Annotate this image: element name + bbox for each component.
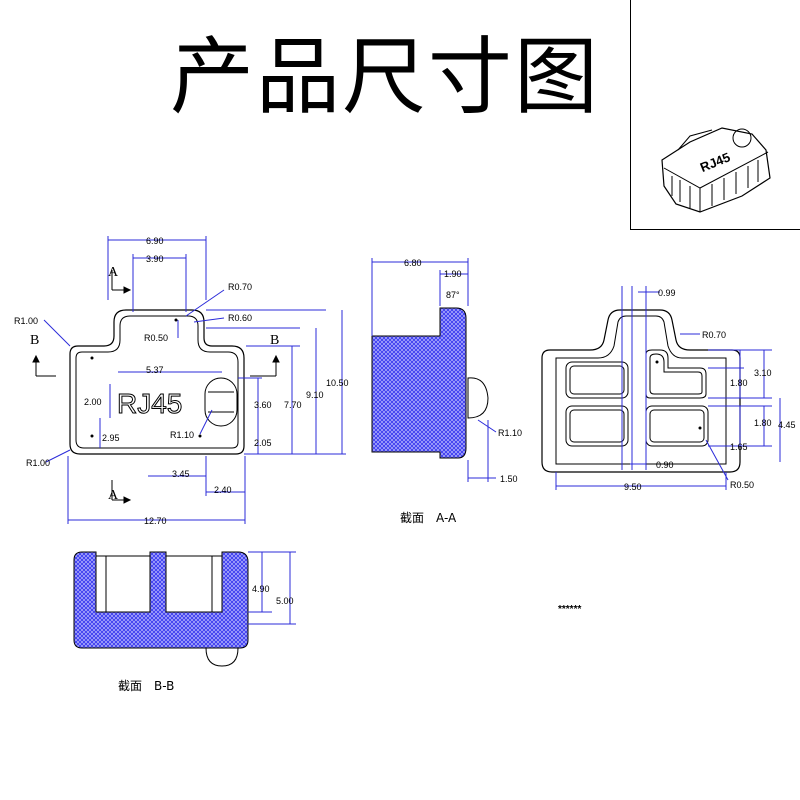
section-a-top-label: A: [108, 265, 119, 280]
dim-7-70: 7.70: [284, 400, 302, 410]
note-asterisks: ******: [558, 604, 581, 615]
dim-2-95: 2.95: [102, 433, 120, 443]
product-preview-frame: [630, 0, 800, 230]
dim-aa-r1-10: R1.10: [498, 428, 522, 438]
dim-3-10: 3.10: [754, 368, 772, 378]
dim-2-40: 2.40: [214, 485, 232, 495]
section-aa-body: [371, 307, 467, 459]
dim-0-90: 0.90: [656, 460, 674, 470]
dim-r1-00-top: R1.00: [14, 316, 38, 326]
dim-5-37: 5.37: [146, 365, 164, 375]
dim-back-r0-70: R0.70: [702, 330, 726, 340]
dim-2-05: 2.05: [254, 438, 272, 448]
dim-3-60: 3.60: [254, 400, 272, 410]
dim-r1-00-bottom: R1.00: [26, 458, 50, 468]
dim-3-90: 3.90: [146, 254, 164, 264]
dim-87-deg: 87°: [446, 290, 460, 300]
product-preview-icon: RJ45: [661, 127, 771, 213]
section-bb-caption: 截面 B-B: [118, 679, 174, 693]
dim-2-00: 2.00: [84, 397, 102, 407]
dim-3-45: 3.45: [172, 469, 190, 479]
section-aa-view: 6.80 1.90 87° R1.10 1.50 截面 A-A: [371, 258, 522, 525]
section-a-bottom-label: A: [108, 488, 119, 503]
rj45-emboss: RJ45: [117, 388, 182, 419]
dim-1-80-a: 1.80: [730, 378, 748, 388]
dim-4-45: 4.45: [778, 420, 796, 430]
section-b-right-label: B: [270, 333, 279, 348]
section-b-left-label: B: [30, 333, 39, 348]
dim-10-50: 10.50: [326, 378, 349, 388]
dim-1-80-b: 1.80: [754, 418, 772, 428]
section-bb-view: 4.90 5.00 截面 B-B: [73, 551, 296, 693]
dim-9-10: 9.10: [306, 390, 324, 400]
dim-r0-60: R0.60: [228, 313, 252, 323]
section-bb-body: [73, 551, 249, 649]
dim-6-90: 6.90: [146, 236, 164, 246]
dim-r0-70: R0.70: [228, 282, 252, 292]
section-aa-caption: 截面 A-A: [400, 511, 457, 525]
back-outline: [541, 309, 741, 473]
dim-1-90: 1.90: [444, 269, 462, 279]
dim-12-70: 12.70: [144, 516, 167, 526]
dim-6-80: 6.80: [404, 258, 422, 268]
preview-label: RJ45: [698, 149, 732, 175]
dim-9-50: 9.50: [624, 482, 642, 492]
dim-r0-50: R0.50: [144, 333, 168, 343]
back-view: 0.99 R0.70 1.80 3.10 1.80 4.45 1.65 0.90…: [541, 286, 796, 492]
dim-1-50: 1.50: [500, 474, 518, 484]
dim-1-65: 1.65: [730, 442, 748, 452]
dim-r1-10: R1.10: [170, 430, 194, 440]
front-view: RJ45: [14, 236, 349, 526]
front-outline: [69, 309, 245, 455]
dim-0-99: 0.99: [658, 288, 676, 298]
dim-back-r0-50: R0.50: [730, 480, 754, 490]
dim-4-90: 4.90: [252, 584, 270, 594]
dim-5-00: 5.00: [276, 596, 294, 606]
page-title: 产品尺寸图: [170, 28, 601, 126]
